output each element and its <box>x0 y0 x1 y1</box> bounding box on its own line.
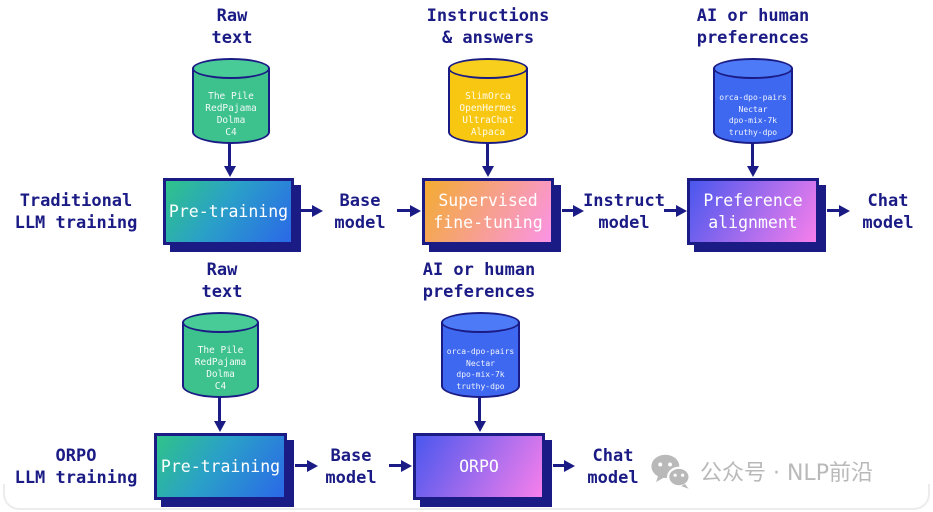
dataset-names: orca-dpo-pairs Nectar dpo-mix-7k truthy-… <box>719 93 787 137</box>
connector-arrow-down <box>486 143 489 167</box>
cylinder-top <box>713 58 793 79</box>
orpo-box: ORPO <box>413 433 545 500</box>
cylinder-body <box>192 68 270 144</box>
preference-datasets-cylinder: orca-dpo-pairs Nectar dpo-mix-7k truthy-… <box>441 312 520 398</box>
cylinder-top <box>448 58 528 79</box>
orpo-preferences-header: AI or human preferences <box>422 260 536 302</box>
connector-arrow-down <box>751 143 754 167</box>
dataset-names: orca-dpo-pairs Nectar dpo-mix-7k truthy-… <box>446 347 515 391</box>
flow-arrow-right <box>562 209 574 212</box>
supervised-fine-tuning-box: Supervised fine-tuning <box>422 178 554 245</box>
pretraining-box: Pre-training <box>154 433 287 500</box>
base-model-label: Base model <box>334 190 386 233</box>
dataset-names: The Pile RedPajama Dolma C4 <box>194 345 247 392</box>
flow-arrow-right <box>300 209 313 212</box>
traditional-preferences-header: AI or human preferences <box>696 6 810 48</box>
flow-arrow-right <box>664 209 677 212</box>
cylinder-body <box>448 68 528 144</box>
watermark: 公众号 · NLP前沿 <box>650 453 873 489</box>
dataset-names: The Pile RedPajama Dolma C4 <box>205 91 257 138</box>
raw-text-datasets-cylinder: The Pile RedPajama Dolma C4 <box>192 58 270 144</box>
connector-arrow-down <box>218 397 221 422</box>
pretraining-box: Pre-training <box>163 178 294 245</box>
flow-arrow-right <box>389 464 402 467</box>
preference-alignment-box: Preference alignment <box>687 178 819 245</box>
preference-datasets-cylinder: orca-dpo-pairs Nectar dpo-mix-7k truthy-… <box>713 58 793 144</box>
cylinder-top <box>182 312 259 333</box>
cylinder-body <box>182 322 259 398</box>
flow-arrow-right <box>295 464 308 467</box>
traditional-raw-text-header: Raw text <box>211 6 253 48</box>
traditional-row-label: Traditional LLM training <box>14 190 138 233</box>
raw-text-datasets-cylinder: The Pile RedPajama Dolma C4 <box>182 312 259 398</box>
chat-model-label: Chat model <box>587 445 639 488</box>
base-model-label: Base model <box>325 445 377 488</box>
cylinder-body <box>713 68 793 144</box>
flow-arrow-right <box>553 464 565 467</box>
flow-arrow-right <box>397 209 411 212</box>
dataset-names: SlimOrca OpenHermes UltraChat Alpaca <box>459 91 517 138</box>
orpo-row-label: ORPO LLM training <box>14 445 138 488</box>
watermark-text: 公众号 · NLP前沿 <box>700 461 873 486</box>
orpo-raw-text-header: Raw text <box>201 260 243 302</box>
instruct-model-label: Instruct model <box>583 190 665 233</box>
cylinder-top <box>192 58 270 79</box>
connector-arrow-down <box>478 397 481 422</box>
flow-arrow-right <box>827 209 840 212</box>
traditional-instructions-header: Instructions & answers <box>426 6 550 48</box>
wechat-icon <box>650 453 691 489</box>
instruction-datasets-cylinder: SlimOrca OpenHermes UltraChat Alpaca <box>448 58 528 144</box>
cylinder-body <box>441 322 520 398</box>
connector-arrow-down <box>228 143 231 167</box>
cylinder-top <box>441 312 520 333</box>
chat-model-label: Chat model <box>862 190 914 233</box>
